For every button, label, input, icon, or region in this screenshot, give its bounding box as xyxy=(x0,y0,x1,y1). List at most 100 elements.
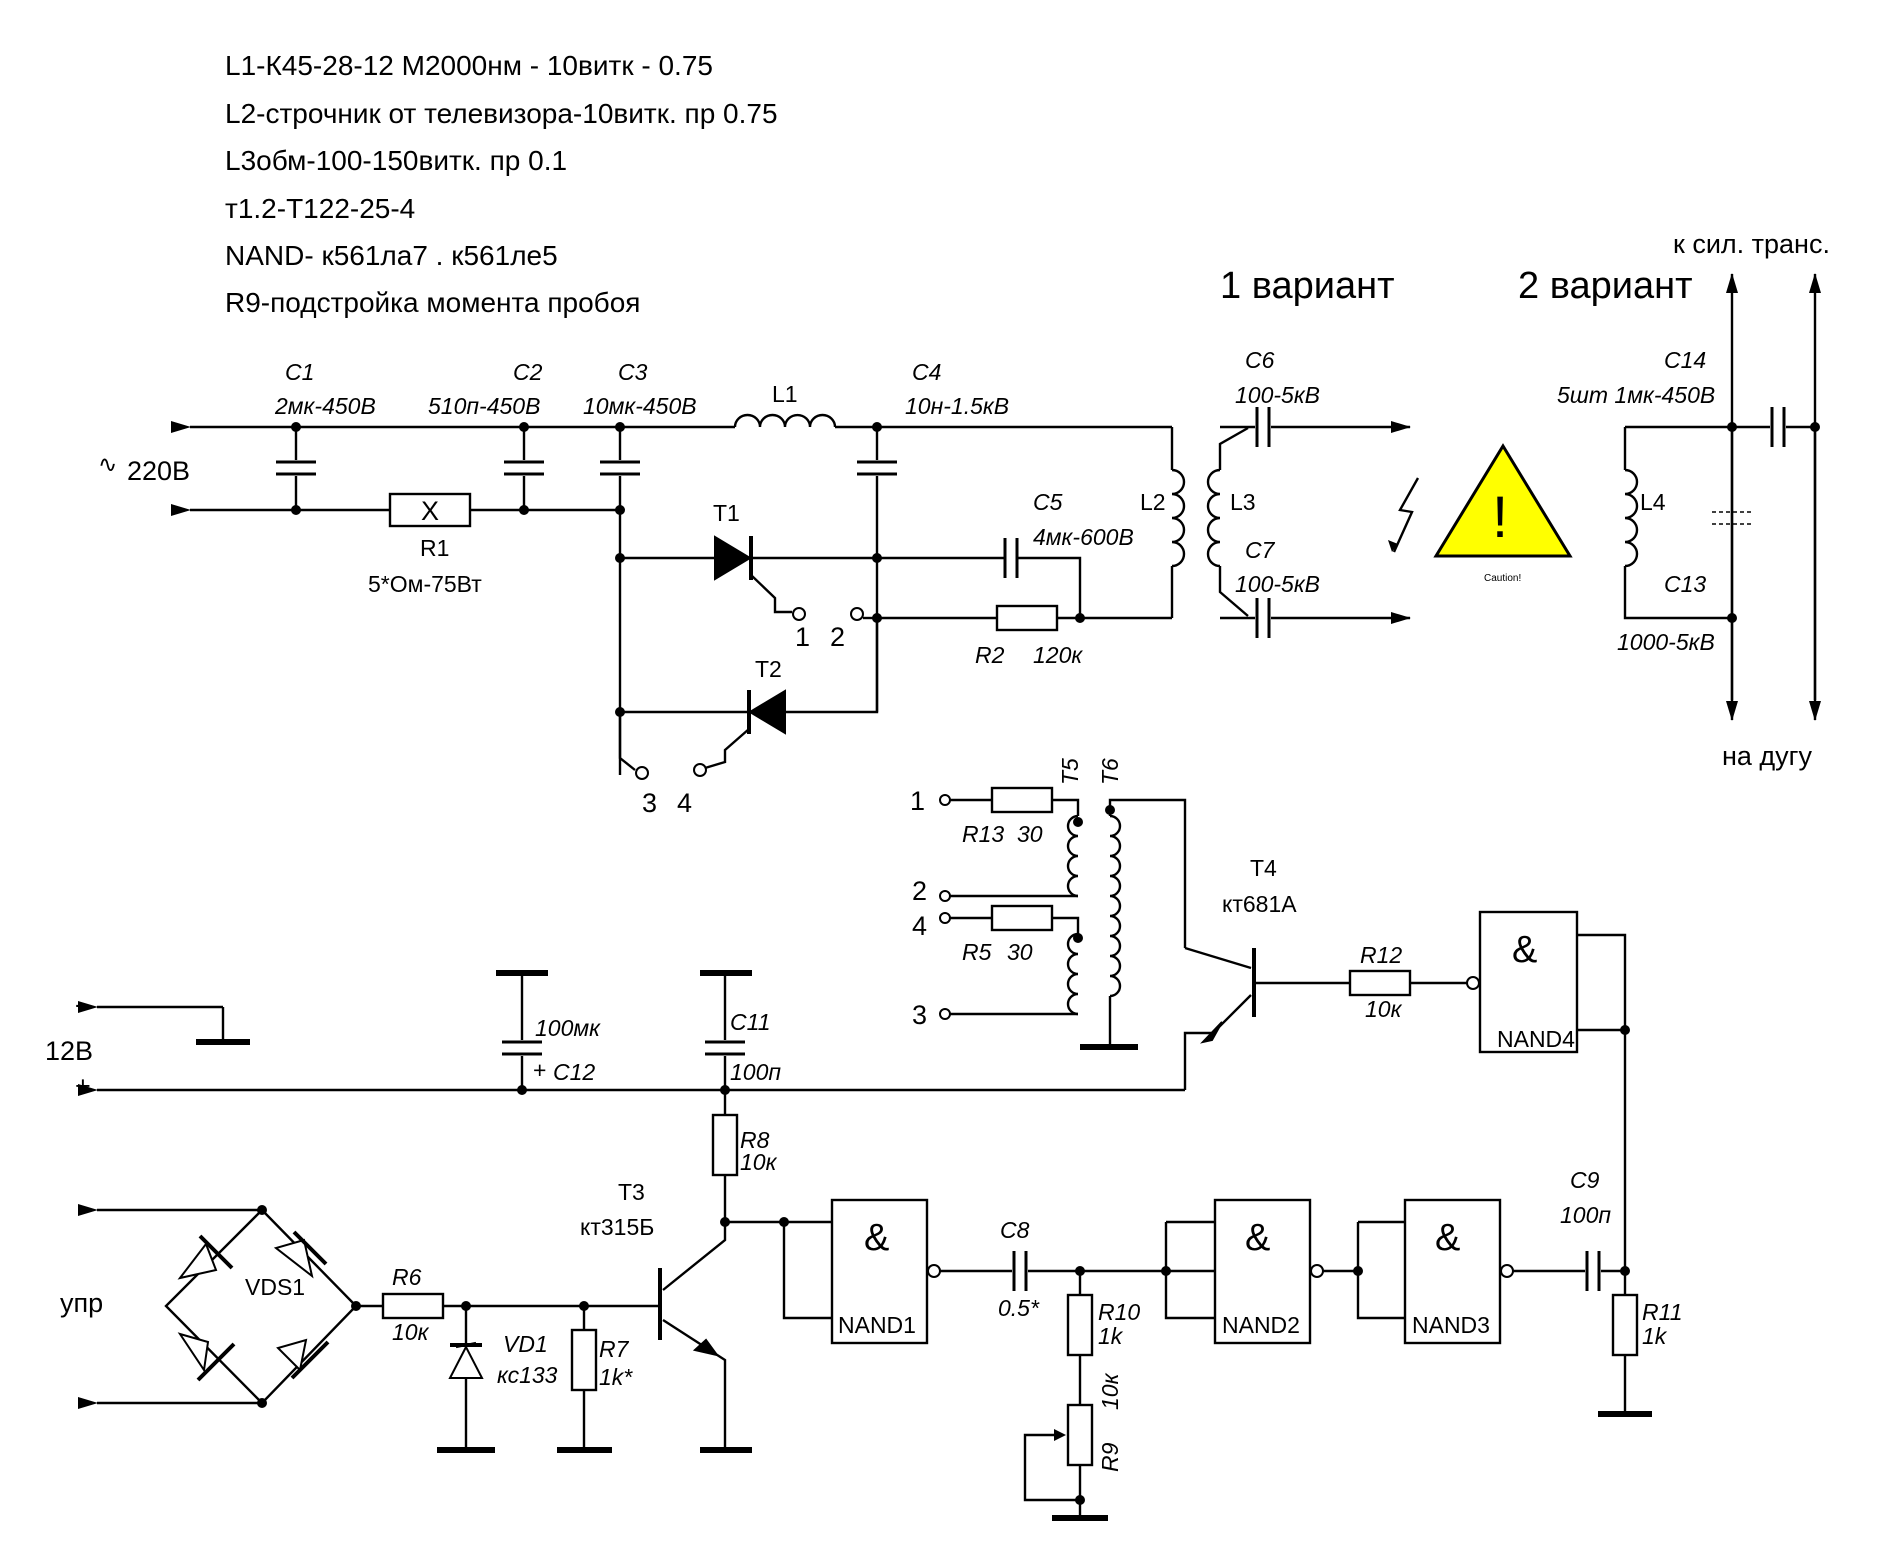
capacitor-c9: C9 100п xyxy=(1513,1167,1630,1291)
caution-label: Caution! xyxy=(1484,573,1521,584)
capacitor-c5: C5 4мк-600В xyxy=(1003,489,1134,618)
c9-ref: C9 xyxy=(1570,1167,1600,1193)
minus-label: - xyxy=(75,989,84,1019)
c13-ref: C13 xyxy=(1664,571,1706,597)
transistor-t4: T4 кт681А xyxy=(1183,855,1350,1090)
gate-nand2: & NAND2 xyxy=(1164,1198,1324,1345)
capacitor-c8: C8 0.5* xyxy=(940,1217,1215,1321)
to-arc-label: на дугу xyxy=(1722,741,1813,771)
r8-value: 10к xyxy=(740,1149,778,1175)
nand4-ref: NAND4 xyxy=(1497,1026,1575,1052)
r1-value: 5*Ом-75Вт xyxy=(368,571,482,597)
resistor-r12: R12 10к xyxy=(1348,942,1480,1022)
diode-bridge-vds1: VDS1 xyxy=(164,1205,361,1408)
r5-ref: R5 xyxy=(962,939,992,965)
inductor-l1: L1 xyxy=(733,381,837,435)
r10-ref: R10 xyxy=(1098,1299,1140,1325)
nand4-symbol: & xyxy=(1512,929,1537,971)
high-voltage-spark-icon xyxy=(1388,477,1420,553)
c7-value: 100-5кВ xyxy=(1235,571,1320,597)
r12-value: 10к xyxy=(1365,996,1403,1022)
c12-value: 100мк xyxy=(535,1015,601,1041)
nand3-symbol: & xyxy=(1435,1217,1460,1259)
r1-ref: R1 xyxy=(420,535,449,561)
c3-ref: C3 xyxy=(618,359,648,385)
c14-value: 5шт 1мк-450В xyxy=(1557,382,1715,408)
note-line-3: L3обм-100-150витк. пр 0.1 xyxy=(225,145,567,176)
note-line-6: R9-подстройка момента пробоя xyxy=(225,287,640,318)
r7-ref: R7 xyxy=(599,1336,630,1362)
t1-terminal-2: 2 xyxy=(830,622,845,652)
resistor-r1: X R1 5*Ом-75Вт xyxy=(368,492,482,597)
r5-value: 30 xyxy=(1007,939,1033,965)
mains-voltage-label: 220В xyxy=(127,456,190,486)
to-power-transformer-label: к сил. транс. xyxy=(1673,229,1830,259)
terminal-3-node xyxy=(635,766,649,780)
c5-value: 4мк-600В xyxy=(1033,524,1134,550)
r13-value: 30 xyxy=(1017,821,1043,847)
c2-value: 510п-450В xyxy=(428,393,540,419)
c4-value: 10н-1.5кВ xyxy=(905,393,1009,419)
plus-label: + xyxy=(75,1071,91,1101)
gate-nand4: & NAND4 xyxy=(1478,910,1630,1270)
c1-ref: C1 xyxy=(285,359,314,385)
r13-ref: R13 xyxy=(962,821,1004,847)
t2-terminal-4: 4 xyxy=(677,788,692,818)
nand2-symbol: & xyxy=(1245,1217,1270,1259)
c13-value: 1000-5кВ xyxy=(1617,629,1715,655)
t4-value: кт681А xyxy=(1222,891,1297,917)
r11-ref: R11 xyxy=(1642,1299,1683,1325)
transistor-t3: T3 кт315Б xyxy=(580,1179,752,1453)
r6-value: 10к xyxy=(392,1319,430,1345)
note-line-1: L1-К45-28-12 М2000нм - 10витк - 0.75 xyxy=(225,50,713,81)
terminal-2-node xyxy=(850,607,864,621)
trigger-terminal-3: 3 xyxy=(912,1000,927,1030)
t3-value: кт315Б xyxy=(580,1214,654,1240)
c7-ref: C7 xyxy=(1245,537,1276,563)
r1-mark: X xyxy=(421,496,439,526)
t1-terminal-1: 1 xyxy=(795,622,810,652)
control-input: упр VDS1 R6 10к VD xyxy=(60,1204,660,1453)
r6-ref: R6 xyxy=(392,1264,422,1290)
variant-2-output: 2 вариант к сил. транс. на дугу C14 5шт … xyxy=(1518,229,1830,771)
c3-value: 10мк-450В xyxy=(583,393,697,419)
variant-2-heading: 2 вариант xyxy=(1518,265,1692,307)
nand3-ref: NAND3 xyxy=(1412,1312,1490,1338)
c6-ref: C6 xyxy=(1245,347,1275,373)
c4-ref: C4 xyxy=(912,359,941,385)
l4-ref: L4 xyxy=(1640,489,1666,515)
c8-value: 0.5* xyxy=(998,1295,1040,1321)
ac-symbol: ∿ xyxy=(98,451,117,477)
gate-nand3: & NAND3 xyxy=(1323,1198,1514,1345)
c12-plus: + xyxy=(533,1057,546,1083)
r8-ref: R8 xyxy=(740,1127,770,1153)
variant-1-heading: 1 вариант xyxy=(1220,265,1394,307)
t3-ref: T3 xyxy=(618,1179,645,1205)
capacitor-c1: C1 2мк-450В xyxy=(274,359,376,515)
vd1-ref: VD1 xyxy=(503,1331,548,1357)
thyristor-t1: 1 2 T1 xyxy=(620,500,1005,652)
note-line-4: т1.2-Т122-25-4 xyxy=(225,193,415,224)
note-line-2: L2-строчник от телевизора-10витк. пр 0.7… xyxy=(225,98,778,129)
dc-voltage-label: 12В xyxy=(45,1036,93,1066)
nand1-symbol: & xyxy=(864,1217,889,1259)
transformer-l2-l3: L2 L3 C6 100-5кВ C7 100-5кВ xyxy=(1140,347,1411,638)
r12-ref: R12 xyxy=(1360,942,1402,968)
mains-section: ∿ 220В C1 2мк-450В X R1 5*Ом-75Вт xyxy=(98,229,1830,818)
trigger-terminal-2: 2 xyxy=(912,876,927,906)
caution-exclamation: ! xyxy=(1492,485,1508,550)
note-line-5: NAND- к561ла7 . к561ле5 xyxy=(225,240,558,271)
c8-ref: C8 xyxy=(1000,1217,1030,1243)
trigger-terminal-4: 4 xyxy=(912,911,927,941)
c1-value: 2мк-450В xyxy=(274,393,376,419)
c12-ref: C12 xyxy=(553,1059,595,1085)
t1-ref: T1 xyxy=(713,500,740,526)
capacitor-c2: C2 510п-450В xyxy=(428,359,544,515)
dc-supply: - 12В + 100мк + C12 C11 100п R8 10к xyxy=(45,970,1185,1222)
r7-value: 1k* xyxy=(599,1364,633,1390)
t4-ref: T4 xyxy=(1250,855,1277,881)
t5-ref: T5 xyxy=(1057,758,1083,785)
t6-ref: T6 xyxy=(1097,758,1123,785)
l3-ref: L3 xyxy=(1230,489,1256,515)
